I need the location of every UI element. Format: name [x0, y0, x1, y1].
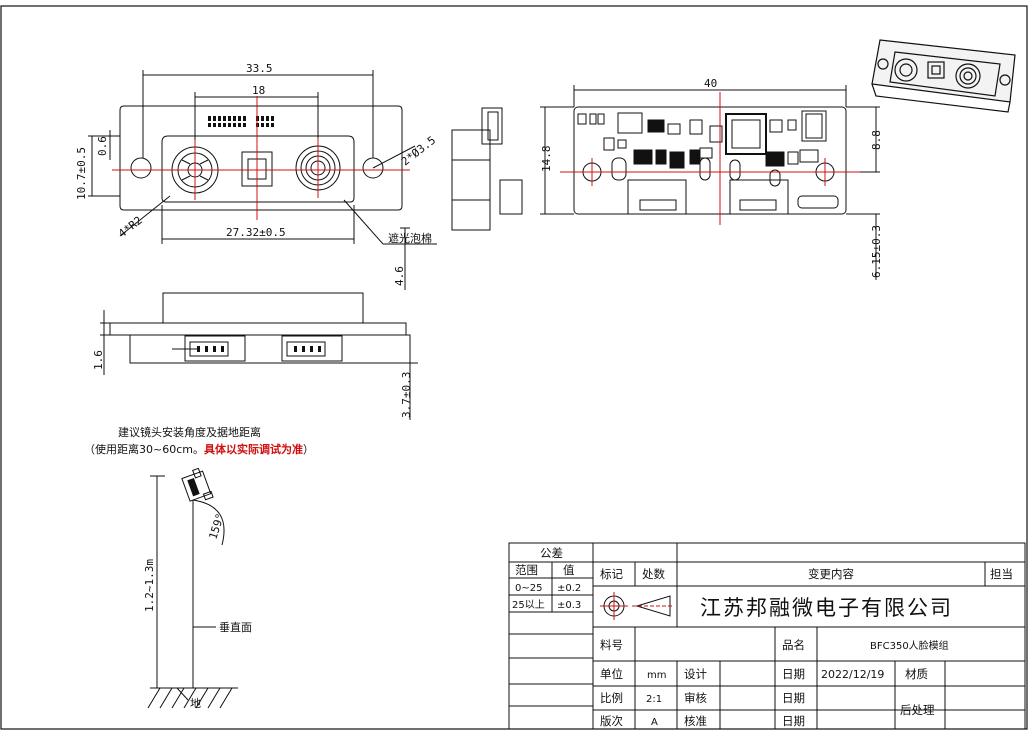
dim-pcb-offset: 8.8: [870, 130, 883, 150]
tb-product-name: BFC350人脸模组: [870, 639, 949, 652]
tb-tol-range-2: 25以上: [512, 599, 545, 611]
tb-date-label-1: 日期: [782, 667, 805, 681]
dim-hole-spacing: 18: [252, 84, 265, 97]
side-view-small: [400, 107, 523, 290]
dim-board-thickness: 1.6: [92, 350, 105, 370]
tb-date-label-3: 日期: [782, 714, 805, 728]
tb-tol-value-2: ±0.3: [557, 600, 581, 611]
tb-part-no-label: 料号: [600, 638, 623, 652]
dim-pcb-width: 40: [704, 77, 717, 90]
tb-scale-label: 比例: [600, 691, 623, 705]
profile-connector-right: [281, 335, 343, 362]
tb-date-label-2: 日期: [782, 691, 805, 705]
tb-material-label: 材质: [905, 667, 928, 681]
tb-tolerance-header: 公差: [540, 546, 563, 560]
tb-unit-label: 单位: [600, 667, 623, 681]
title-block: [508, 542, 1026, 730]
dim-pcb-depth: 6.15±0.3: [870, 225, 883, 278]
tb-approve-label: 核准: [684, 714, 707, 728]
tb-count-header: 处数: [642, 567, 665, 581]
tb-scale-value: 2:1: [646, 694, 662, 705]
install-height: 1.2~1.3m: [143, 559, 156, 612]
tb-unit-value: mm: [647, 670, 666, 681]
install-note-red: 具体以实际调试为准: [204, 442, 303, 456]
tb-post-process-label: 后处理: [900, 703, 935, 717]
tb-company: 江苏邦融微电子有限公司: [700, 596, 953, 620]
pcb-connector-left: [627, 179, 687, 215]
tb-product-name-label: 品名: [782, 638, 805, 652]
tb-version-label: 版次: [600, 714, 623, 728]
dim-side-thickness: 4.6: [393, 266, 406, 286]
tb-review-label: 审核: [684, 691, 707, 705]
pcb-centerlines: [560, 92, 860, 225]
install-note-sub: （使用距离30~60cm。具体以实际调试为准）: [84, 442, 314, 456]
tb-design-label: 设计: [684, 667, 707, 681]
tb-mark-header: 标记: [600, 567, 623, 581]
pcb-view: [540, 85, 880, 280]
sheet-border: [0, 5, 1028, 730]
label-vertical: 垂直面: [219, 620, 252, 634]
tb-range-header: 范围: [515, 563, 538, 577]
pin-strip: [208, 116, 274, 127]
dim-left-height: 10.7±0.5: [75, 147, 88, 200]
tb-tol-range-1: 0~25: [515, 583, 542, 594]
profile-connector-left: [184, 335, 246, 362]
tb-change-header: 变更内容: [808, 567, 854, 581]
dim-connector-height: 3.7±0.3: [400, 372, 413, 418]
tb-owner-header: 担当: [990, 567, 1013, 581]
label-foam: 遮光泡棉: [388, 231, 432, 245]
camera-icon: [181, 467, 214, 502]
dim-small-offset: 0.6: [96, 136, 109, 156]
label-ground: 地: [190, 697, 201, 710]
tb-tol-value-1: ±0.2: [557, 583, 581, 594]
pcb-main-chip: [725, 113, 767, 155]
mount-hole-left: [130, 157, 152, 179]
dim-corner-radius: 4*R2: [116, 214, 145, 241]
install-diagram: [147, 467, 238, 709]
profile-view: [100, 292, 418, 420]
pcb-connector-right: [729, 179, 789, 215]
tb-version-value: A: [651, 717, 658, 728]
iso-thumbnail: [871, 39, 1016, 113]
dim-front-width: 33.5: [246, 62, 273, 75]
install-note-title: 建议镜头安装角度及据地距离: [118, 425, 261, 439]
dim-pin-spacing: 27.32±0.5: [226, 226, 286, 239]
dim-pcb-height: 14.8: [540, 146, 553, 173]
tb-date-value: 2022/12/19: [821, 668, 884, 681]
front-centerlines: [112, 96, 410, 220]
tb-value-header: 值: [563, 563, 575, 577]
